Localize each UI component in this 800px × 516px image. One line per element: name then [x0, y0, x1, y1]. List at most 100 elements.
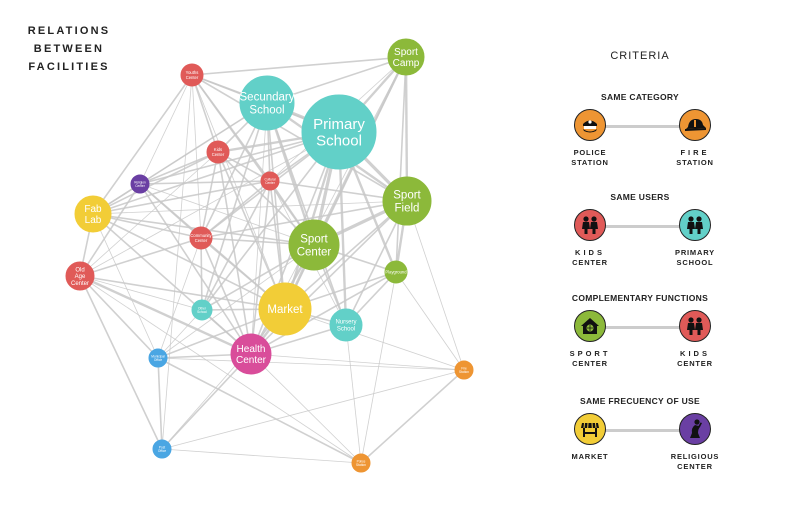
police-cap-icon [574, 109, 606, 141]
edge-sport-field-fire-station [406, 200, 465, 371]
sport-center-icon [574, 310, 606, 342]
node-circle-nursery-school [329, 308, 363, 342]
edge-primary-school-fab-lab [92, 131, 340, 215]
criteria-caption-line2: SCHOOL [676, 258, 714, 267]
node-label-playground: Playground [385, 269, 407, 274]
edge-old-age-center-police-station [79, 275, 362, 464]
edge-fab-lab-market [92, 213, 286, 310]
edge-fab-lab-municipal-office [92, 213, 159, 359]
praying-person-icon [679, 413, 711, 445]
edge-municipal-office-post-office [157, 357, 163, 450]
edge-sport-camp-playground [395, 56, 407, 273]
criteria-caption-line2: CENTER [572, 359, 608, 368]
criteria-caption-left: MARKET [550, 452, 630, 462]
node-circle-youths-center [180, 63, 204, 87]
edge-community-center-municipal-office [157, 237, 202, 359]
node-circle-religion-center [130, 174, 150, 194]
edge-religion-center-health-center [139, 183, 252, 355]
edge-kids-center-health-center [217, 151, 252, 355]
edge-youths-center-fab-lab [92, 74, 193, 215]
node-circle-health-center [230, 333, 272, 375]
edge-community-center-other-school [200, 237, 203, 311]
edge-kids-center-community-center [200, 151, 219, 239]
edge-playground-fire-station [395, 271, 465, 371]
edge-old-age-center-municipal-office [79, 275, 159, 359]
edge-health-center-post-office [161, 353, 252, 450]
edge-religion-center-sport-center [139, 183, 315, 246]
node-circle-sport-center [288, 219, 340, 271]
criteria-section-title: SAME USERS [610, 192, 670, 202]
market-stall-icon [574, 413, 606, 445]
edge-youths-center-kids-center [191, 74, 219, 153]
edge-sport-field-fab-lab [92, 200, 408, 215]
kids-icon [679, 209, 711, 241]
title-line-3: FACILITIES [28, 61, 110, 73]
kids-icon [679, 310, 711, 342]
edge-post-office-police-station [161, 448, 362, 464]
criteria-caption-line1: MARKET [571, 452, 609, 461]
node-circle-police-station [351, 453, 371, 473]
node-label-market: Market [267, 304, 303, 316]
fire-helmet-icon [679, 109, 711, 141]
node-playground: Playground [384, 260, 408, 284]
kids-icon [574, 209, 606, 241]
edge-fire-station-municipal-office [157, 357, 465, 371]
edge-youths-center-post-office [161, 74, 193, 450]
edge-playground-police-station [360, 271, 397, 464]
criteria-caption-line2: CENTER [677, 462, 713, 471]
node-circle-community-center [189, 226, 213, 250]
edge-cultural-center-fab-lab [92, 180, 271, 215]
edge-kids-center-religion-center [139, 151, 219, 185]
node-circle-kids-center [206, 140, 230, 164]
node-circle-municipal-office [148, 348, 168, 368]
edge-sport-field-community-center [200, 200, 408, 239]
node-circle-sport-field [382, 176, 432, 226]
criteria-caption-line1: KIDS [680, 349, 710, 358]
criteria-title: CRITERIA [610, 50, 670, 62]
criteria-caption-line1: PRIMARY [675, 248, 715, 257]
criteria-section-title: COMPLEMENTARY FUNCTIONS [571, 293, 709, 303]
node-circle-fab-lab [74, 195, 112, 233]
node-circle-primary-school [301, 94, 377, 170]
edge-kids-center-old-age-center [79, 151, 219, 277]
node-circle-secundary-school [239, 75, 295, 131]
edge-community-center-old-age-center [79, 237, 202, 277]
edge-fire-station-police-station [360, 369, 465, 464]
criteria-caption-line1: KIDS [575, 248, 605, 257]
criteria-caption-line1: SPORT [569, 349, 611, 358]
criteria-connector-line [605, 326, 680, 329]
